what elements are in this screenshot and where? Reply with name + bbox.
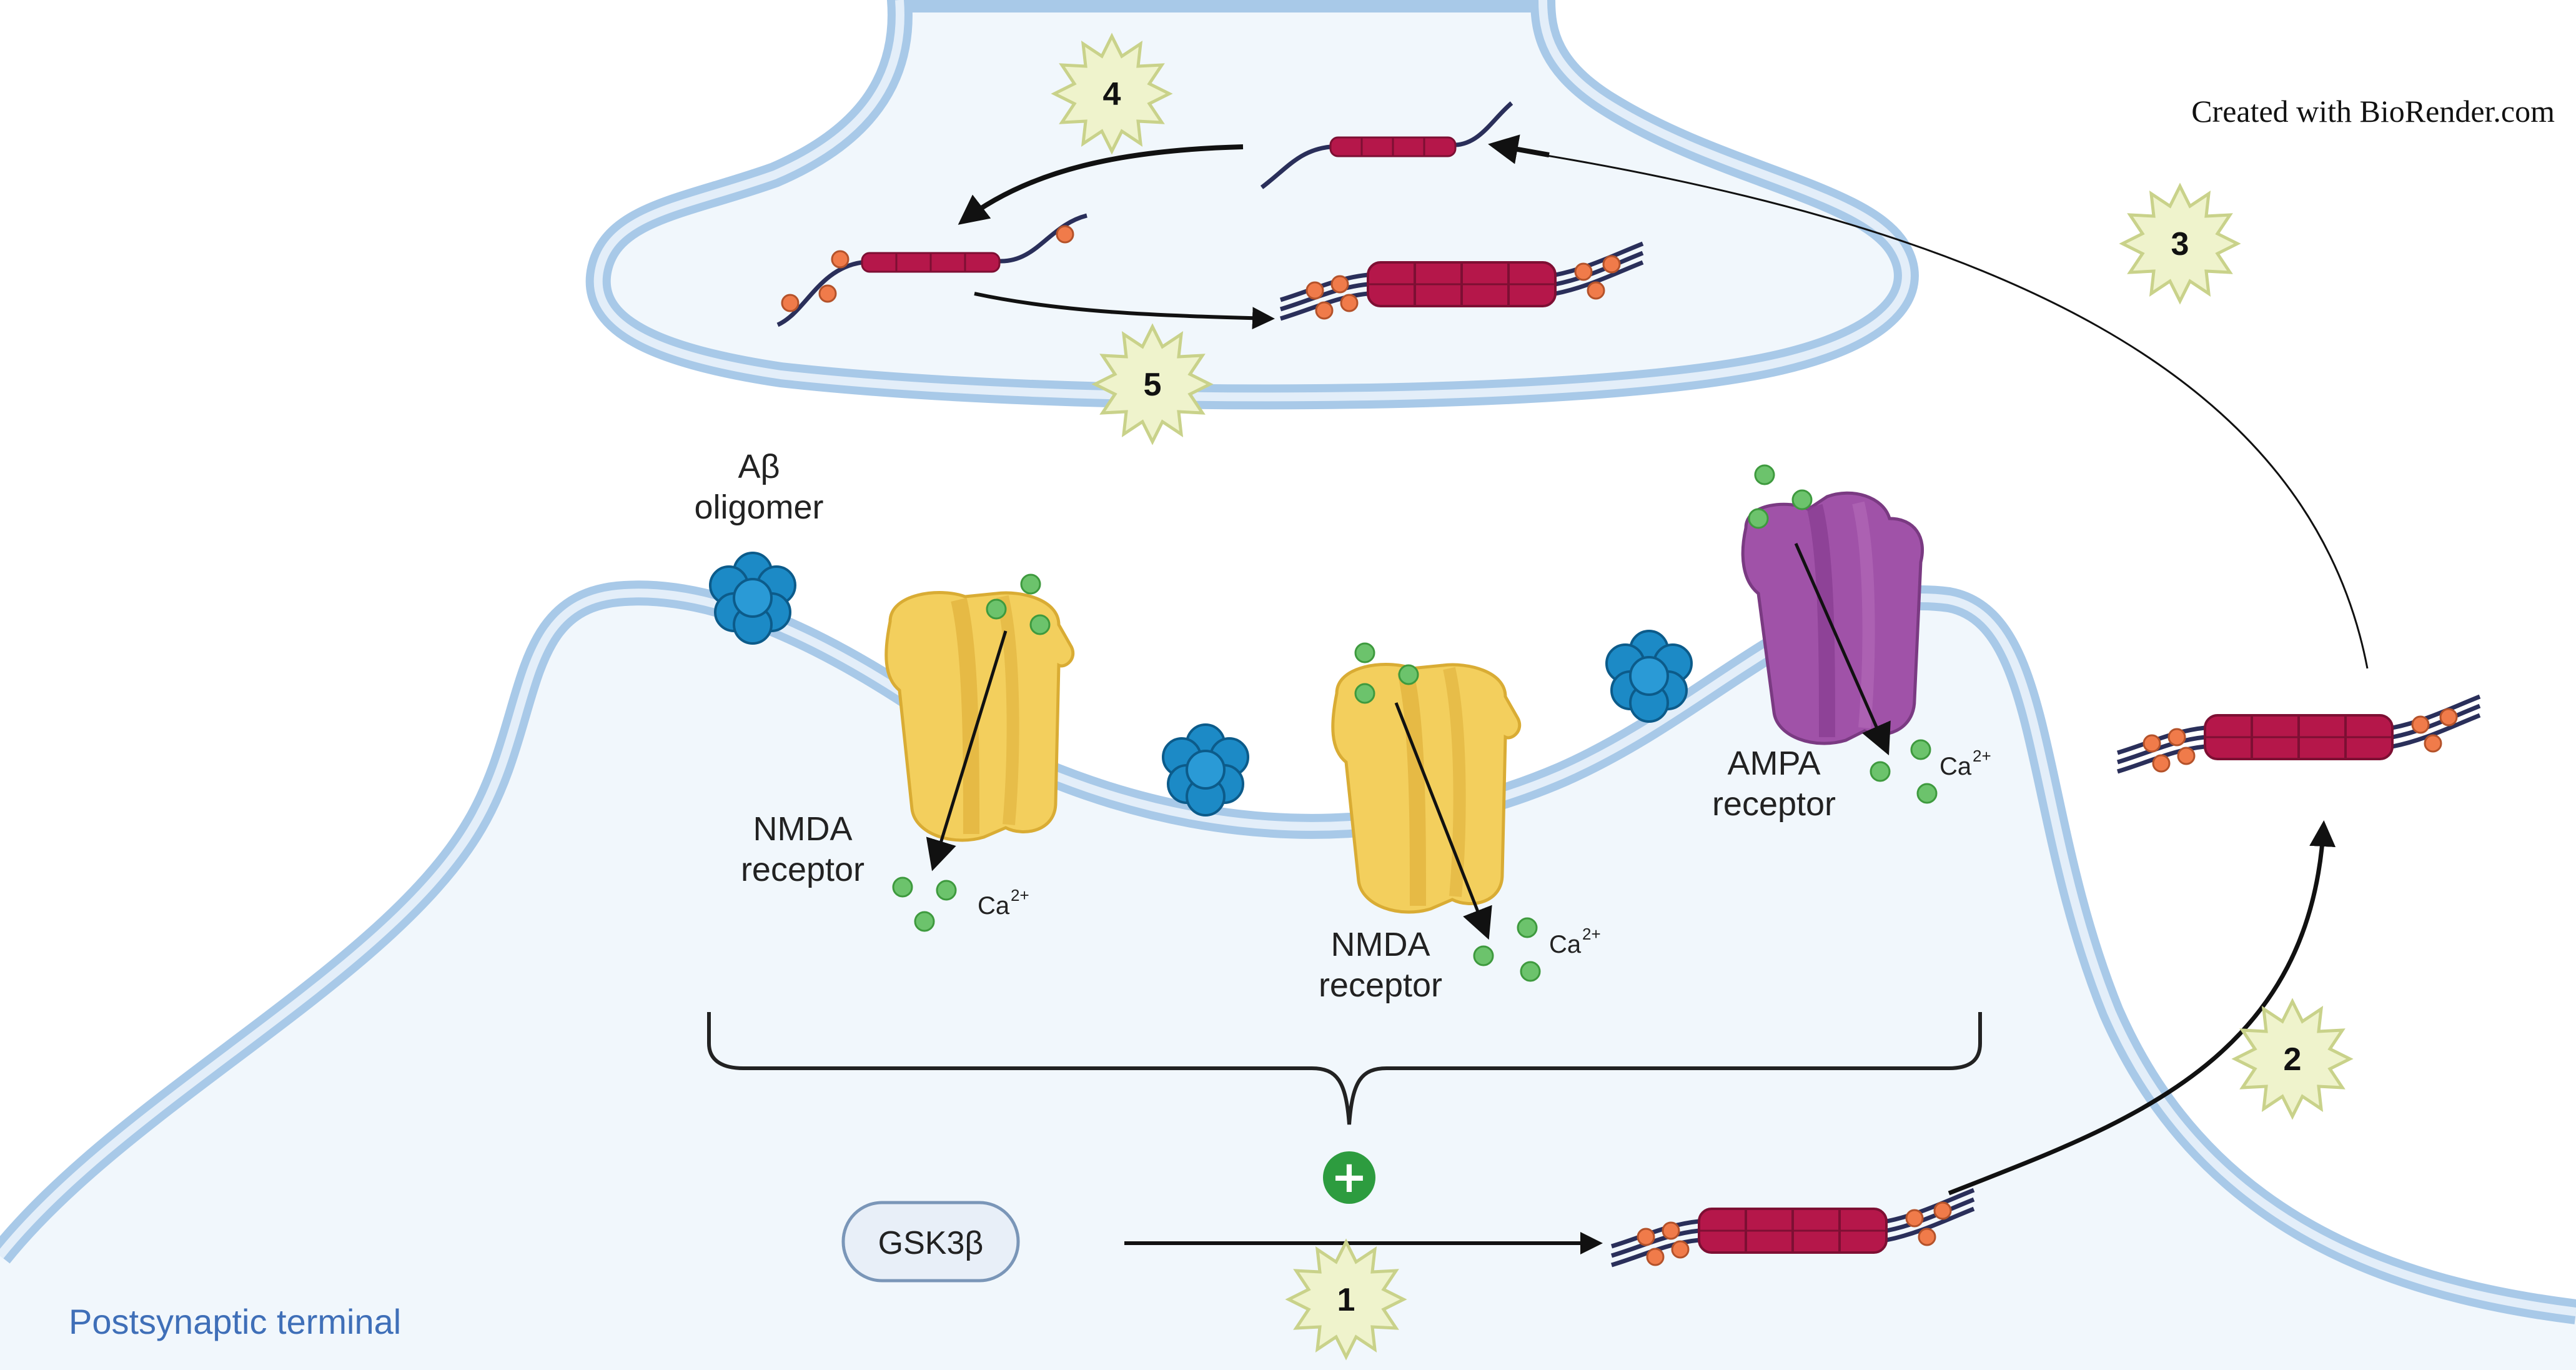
arrow-step-3-line <box>1492 146 2369 669</box>
step-1-number: 1 <box>1337 1282 1355 1318</box>
ca-label-ampa: Ca 2+ <box>1939 747 1991 780</box>
arrow-step-4 <box>958 144 1244 225</box>
ca-flow-arrow-ampa <box>1794 542 1891 756</box>
nmda-left-label-line1: NMDA <box>753 810 853 848</box>
step-star-1: 1 <box>1289 1242 1404 1357</box>
step-star-3: 3 <box>2123 186 2237 301</box>
tau-phosphorylated-presynaptic <box>776 213 1087 327</box>
svg-text:2+: 2+ <box>1582 925 1601 943</box>
nmda-left-label-line2: receptor <box>741 851 864 888</box>
step-star-4: 4 <box>1054 36 1169 151</box>
arrow-step-5 <box>974 292 1275 330</box>
step-star-2: 2 <box>2235 1001 2350 1116</box>
ca-flow-arrow-nmda-center <box>1394 702 1492 940</box>
ca-flow-arrow-nmda-left <box>926 630 1008 871</box>
svg-text:2+: 2+ <box>1973 747 1991 765</box>
ca-label-nmda-left: Ca 2+ <box>978 886 1029 920</box>
nmda-center-label-line2: receptor <box>1319 966 1442 1004</box>
ampa-label-line1: AMPA <box>1727 745 1820 782</box>
step-star-5: 5 <box>1095 327 1210 442</box>
tau-monomer-presynaptic <box>1260 101 1513 189</box>
ca-label-nmda-center: Ca 2+ <box>1549 925 1601 958</box>
receptor-brace <box>707 1012 1982 1125</box>
step-5-number: 5 <box>1144 367 1162 403</box>
arrow-step-3-head <box>1488 134 1550 164</box>
svg-text:2+: 2+ <box>1011 886 1029 905</box>
abeta-label-line1: Aβ <box>738 448 780 485</box>
credit-text: Created with BioRender.com <box>2191 94 2555 129</box>
nmda-center-label-line1: NMDA <box>1331 926 1430 963</box>
ampa-label-line2: receptor <box>1712 785 1836 823</box>
presynaptic-terminal <box>585 0 1919 410</box>
svg-text:+: + <box>1331 1151 1368 1203</box>
postsynaptic-terminal-label: Postsynaptic terminal <box>69 1302 401 1341</box>
abeta-label-line2: oligomer <box>694 489 823 526</box>
gsk3b-label: GSK3β <box>878 1225 984 1261</box>
svg-text:Ca: Ca <box>1939 753 1972 780</box>
svg-text:Ca: Ca <box>978 892 1010 920</box>
step-4-number: 4 <box>1103 76 1121 112</box>
step-2-number: 2 <box>2284 1041 2302 1078</box>
gsk3b-pill: GSK3β <box>841 1201 1020 1283</box>
svg-text:Ca: Ca <box>1549 931 1582 958</box>
arrow-step-2 <box>1948 820 2336 1196</box>
arrows <box>958 134 2369 1254</box>
activation-plus-icon: + <box>1323 1151 1375 1204</box>
step-3-number: 3 <box>2171 226 2189 262</box>
